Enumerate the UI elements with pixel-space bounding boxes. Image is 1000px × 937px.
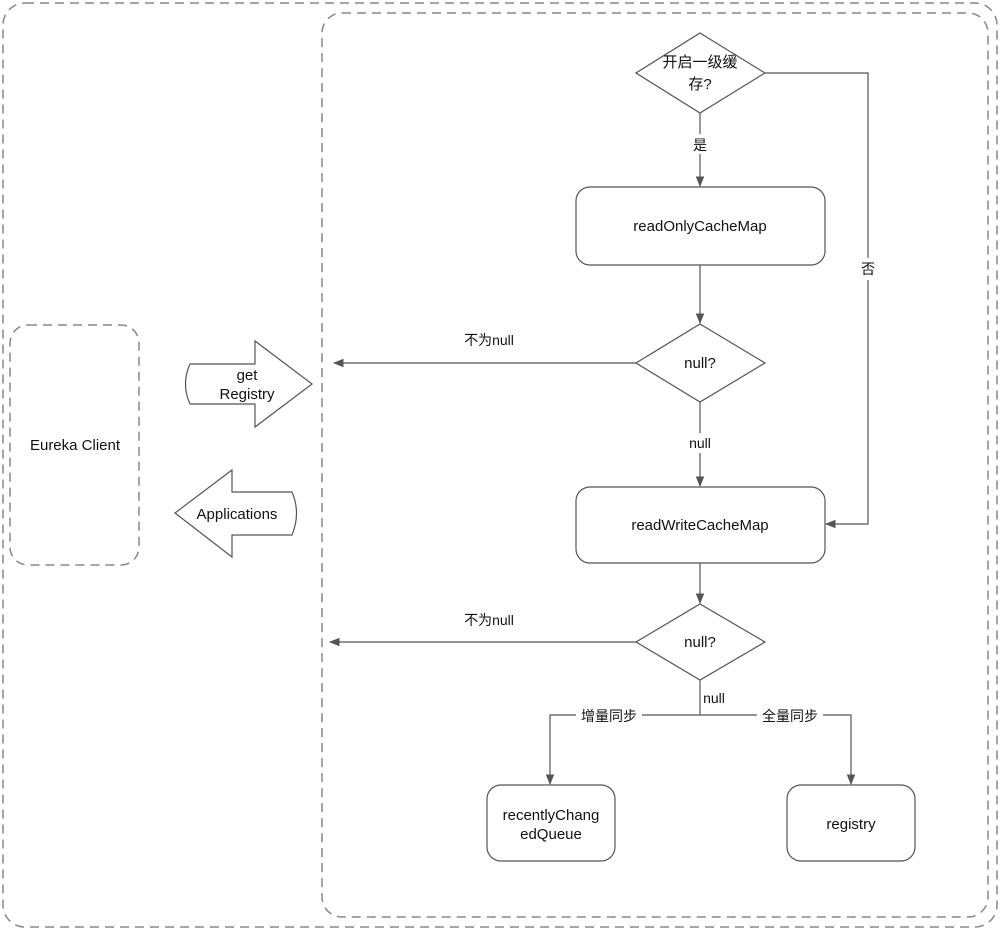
decision-enable-cache	[634, 32, 767, 114]
applications-arrow-shape	[174, 468, 298, 559]
edge-not-null-1-label: 不为null	[464, 332, 514, 348]
get-registry-label-line2: Registry	[219, 386, 275, 403]
eureka-client-box	[9, 324, 140, 566]
decision-null-2-label: null?	[684, 634, 716, 651]
eureka-client-label: Eureka Client	[30, 437, 121, 454]
edge-incremental-sync	[545, 714, 700, 786]
edge-no-label-bg	[858, 258, 878, 280]
edge-yes-label: 是	[693, 137, 707, 153]
recently-changed-queue	[486, 784, 616, 862]
edge-null-1-label-bg	[682, 433, 718, 453]
edge-not-null-2-label: 不为null	[464, 612, 514, 628]
edge-yes-label-bg	[686, 134, 714, 154]
edge-full-sync-label: 全量同步	[762, 708, 818, 724]
registry-box	[786, 784, 916, 862]
edge-null-2-label: null	[703, 690, 725, 706]
edge-incremental-sync-label: 增量同步	[581, 708, 637, 724]
decision-enable-cache-line1: 开启一级缓	[662, 54, 737, 71]
recently-changed-queue-line2: edQueue	[520, 826, 582, 843]
edge-full-sync	[700, 714, 856, 786]
read-only-cache-map-label: readOnlyCacheMap	[633, 218, 766, 235]
edge-null-1-label: null	[689, 435, 711, 451]
edge-incremental-sync-label-bg	[576, 706, 642, 726]
decision-null-1-label: null?	[684, 355, 716, 372]
get-registry-arrow-shape	[184, 339, 313, 429]
applications-label: Applications	[197, 506, 278, 523]
registry-label: registry	[826, 816, 876, 833]
get-registry-label-line1: get	[237, 367, 259, 384]
edge-full-sync-label-bg	[757, 706, 823, 726]
read-write-cache-map-label: readWriteCacheMap	[631, 517, 768, 534]
decision-enable-cache-line2: 存?	[688, 76, 711, 93]
edge-no	[765, 72, 869, 529]
edge-no-label: 否	[861, 261, 875, 277]
server-container	[321, 12, 989, 918]
recently-changed-queue-line1: recentlyChang	[503, 807, 600, 824]
